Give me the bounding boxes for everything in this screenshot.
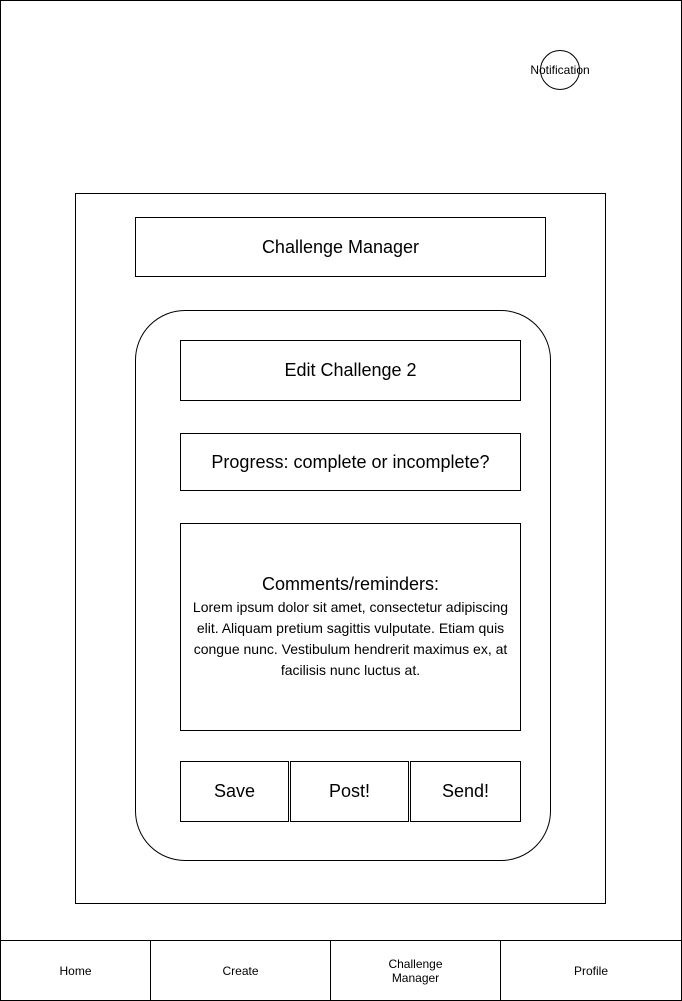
page-title: Challenge Manager (135, 217, 546, 277)
nav-item-challenge-manager[interactable]: Challenge Manager (330, 940, 501, 1001)
comments-box[interactable]: Comments/reminders: Lorem ipsum dolor si… (180, 523, 521, 731)
notification-icon[interactable] (540, 50, 580, 90)
nav-item-create[interactable]: Create (150, 940, 331, 1001)
progress-field[interactable]: Progress: complete or incomplete? (180, 433, 521, 491)
comments-body: Lorem ipsum dolor sit amet, consectetur … (192, 599, 509, 678)
nav-item-challenge-manager-label: Challenge Manager (388, 956, 443, 985)
nav-item-profile[interactable]: Profile (500, 940, 682, 1001)
save-button[interactable]: Save (180, 761, 289, 822)
post-button[interactable]: Post! (290, 761, 409, 822)
send-button[interactable]: Send! (410, 761, 521, 822)
bottom-nav: Home Create Challenge Manager Profile (0, 940, 682, 1001)
edit-challenge-title: Edit Challenge 2 (180, 340, 521, 401)
comments-heading: Comments/reminders: (261, 574, 440, 594)
notification-button[interactable]: Notification (530, 63, 590, 77)
nav-item-home[interactable]: Home (0, 940, 151, 1001)
